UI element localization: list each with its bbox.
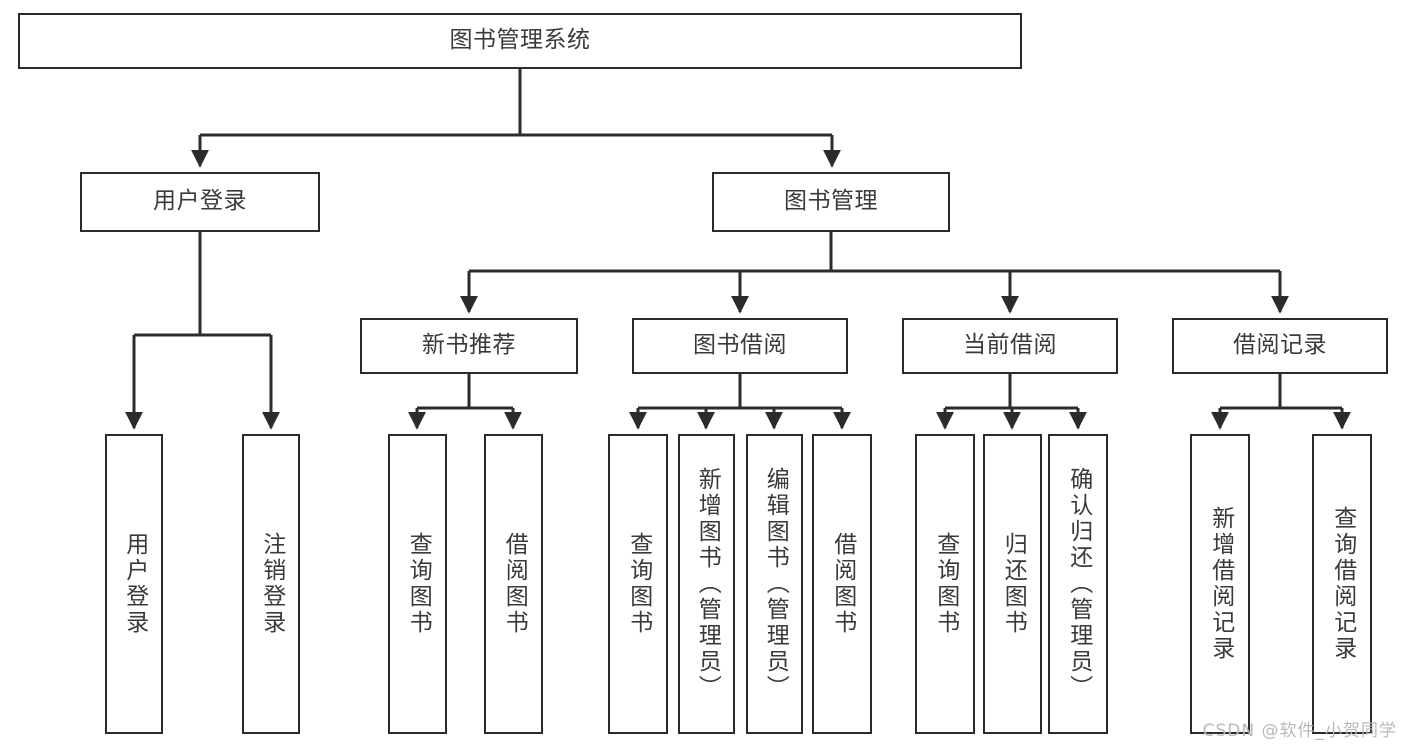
node-root-system[interactable]: 图书管理系统 — [18, 13, 1022, 69]
node-leaf-query-book-1[interactable]: 查询图书 — [388, 434, 447, 734]
node-label: 查询图书 — [932, 532, 959, 636]
node-borrow-record[interactable]: 借阅记录 — [1172, 318, 1388, 374]
node-label: 图书管理系统 — [449, 27, 591, 54]
node-label: 借阅图书 — [501, 532, 528, 636]
node-leaf-query-record[interactable]: 查询借阅记录 — [1312, 434, 1372, 734]
node-label: 归还图书 — [1000, 532, 1027, 636]
node-leaf-confirm-return[interactable]: 确认归还（管理员） — [1048, 434, 1108, 734]
node-leaf-logout[interactable]: 注销登录 — [242, 434, 300, 734]
node-book-borrow[interactable]: 图书借阅 — [632, 318, 848, 374]
node-label: 确认归还（管理员） — [1065, 467, 1092, 701]
node-label: 编辑图书（管理员） — [762, 467, 789, 701]
node-label: 图书管理 — [784, 188, 878, 215]
node-leaf-query-book-2[interactable]: 查询图书 — [608, 434, 668, 734]
node-current-borrow[interactable]: 当前借阅 — [902, 318, 1118, 374]
node-label: 当前借阅 — [963, 332, 1057, 359]
node-leaf-edit-book[interactable]: 编辑图书（管理员） — [746, 434, 803, 734]
node-leaf-user-login[interactable]: 用户登录 — [105, 434, 163, 734]
node-leaf-add-record[interactable]: 新增借阅记录 — [1190, 434, 1250, 734]
node-book-manage[interactable]: 图书管理 — [712, 172, 950, 232]
node-label: 新书推荐 — [422, 332, 516, 359]
csdn-watermark: CSDN @软件_小贺同学 — [1202, 721, 1397, 741]
node-label: 借阅记录 — [1233, 332, 1327, 359]
node-user-login[interactable]: 用户登录 — [80, 172, 320, 232]
node-label: 查询图书 — [625, 532, 652, 636]
node-leaf-borrow-book-2[interactable]: 借阅图书 — [812, 434, 872, 734]
node-label: 借阅图书 — [829, 532, 856, 636]
node-leaf-return-book[interactable]: 归还图书 — [983, 434, 1042, 734]
node-label: 新增图书（管理员） — [694, 467, 721, 701]
node-label: 注销登录 — [258, 532, 285, 636]
node-label: 图书借阅 — [693, 332, 787, 359]
node-leaf-borrow-book-1[interactable]: 借阅图书 — [484, 434, 543, 734]
node-new-book-rec[interactable]: 新书推荐 — [360, 318, 578, 374]
node-leaf-add-book[interactable]: 新增图书（管理员） — [678, 434, 735, 734]
node-leaf-query-book-3[interactable]: 查询图书 — [915, 434, 975, 734]
node-label: 用户登录 — [153, 188, 247, 215]
node-label: 新增借阅记录 — [1207, 506, 1234, 662]
node-label: 查询借阅记录 — [1329, 506, 1356, 662]
node-label: 用户登录 — [121, 532, 148, 636]
node-label: 查询图书 — [405, 532, 432, 636]
